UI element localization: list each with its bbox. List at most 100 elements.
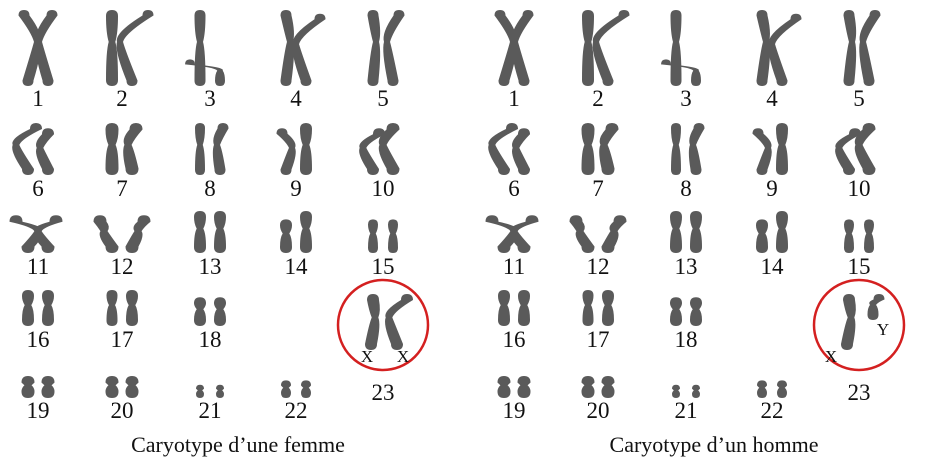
pair-number-12: 12 <box>111 254 134 279</box>
chromosome-18-a <box>194 297 206 326</box>
chromosome-16-a <box>498 290 510 326</box>
chromosome-9-b <box>776 123 788 175</box>
pair-number-13: 13 <box>675 254 698 279</box>
chromosome-15-b <box>864 219 874 253</box>
chromosome-y <box>867 294 885 320</box>
chromosome-7-b <box>123 123 143 175</box>
pair-number-14: 14 <box>761 254 785 279</box>
chromosome-18-b <box>690 297 702 326</box>
chromosome-11-b <box>509 215 539 253</box>
pair-number-20: 20 <box>587 398 610 423</box>
chromosome-15-a <box>844 219 854 253</box>
chromosome-3-a <box>194 10 206 86</box>
chromosome-8-a <box>671 123 681 175</box>
chromosome-4-b <box>768 13 802 86</box>
pair-number-11: 11 <box>503 254 525 279</box>
chromosome-17-a <box>106 290 118 326</box>
pair-number-22: 22 <box>285 398 308 423</box>
pair-number-6: 6 <box>32 176 44 201</box>
chromosome-6-b <box>36 128 54 175</box>
chromosome-20-a <box>581 376 595 398</box>
chromosome-x <box>365 294 380 350</box>
pair-number-23: 23 <box>372 380 395 405</box>
pair-number-22: 22 <box>761 398 784 423</box>
chromosome-16-b <box>42 290 54 326</box>
chromosome-12-a <box>93 215 119 253</box>
chromosome-10-b <box>378 123 400 175</box>
pair-number-11: 11 <box>27 254 49 279</box>
pair-number-19: 19 <box>27 398 50 423</box>
chromosome-6-b <box>512 128 530 175</box>
pair-number-10: 10 <box>372 176 395 201</box>
chromosome-2-a <box>106 10 118 86</box>
pair-number-10: 10 <box>848 176 871 201</box>
chromosome-5-b <box>383 10 405 86</box>
pair-number-1: 1 <box>32 86 44 111</box>
chromosome-19-a <box>497 376 511 398</box>
chromosome-3-b <box>661 59 701 86</box>
chromosome-11-a <box>485 215 519 253</box>
chromosome-15-a <box>368 219 378 253</box>
pair-number-18: 18 <box>199 327 222 352</box>
chromosome-20-a <box>105 376 119 398</box>
chromosome-2-b <box>116 10 154 86</box>
chromosome-x-2 <box>385 294 413 350</box>
chromosome-1-b <box>35 10 58 86</box>
chromosome-20-b <box>601 376 615 398</box>
chromosome-6-a <box>12 123 42 175</box>
chromosome-2-a <box>582 10 594 86</box>
sex-label-right: X <box>397 347 409 366</box>
chromosome-12-b <box>601 215 627 253</box>
chromosome-7-a <box>105 123 119 175</box>
chromosome-8-b <box>688 123 705 175</box>
chromosome-22-b <box>777 380 787 398</box>
pair-number-7: 7 <box>116 176 128 201</box>
chromosome-14-a <box>756 219 768 253</box>
pair-number-19: 19 <box>503 398 526 423</box>
chromosome-5-a <box>843 10 857 86</box>
pair-number-21: 21 <box>199 398 222 423</box>
pair-number-17: 17 <box>587 327 610 352</box>
pair-number-15: 15 <box>848 254 871 279</box>
chromosome-16-b <box>518 290 530 326</box>
chromosome-4-a <box>280 10 294 86</box>
sex-label-right: Y <box>877 320 889 339</box>
chromosome-19-a <box>21 376 35 398</box>
pair-number-5: 5 <box>853 86 865 111</box>
sex-chromosome-highlight-circle <box>336 278 430 372</box>
chromosome-9-a <box>276 128 296 175</box>
pair-number-4: 4 <box>290 86 302 111</box>
chromosome-13-b <box>214 211 226 253</box>
pair-number-2: 2 <box>116 86 128 111</box>
chromosome-18-a <box>670 297 682 326</box>
pair-number-23: 23 <box>848 380 871 405</box>
chromosome-20-b <box>125 376 139 398</box>
pair-number-7: 7 <box>592 176 604 201</box>
chromosome-9-b <box>300 123 312 175</box>
chromosome-13-a <box>194 211 206 253</box>
chromosome-19-b <box>41 376 55 398</box>
pair-number-15: 15 <box>372 254 395 279</box>
chromosome-x <box>841 294 856 350</box>
sex-label-left: X <box>361 347 373 366</box>
chromosome-2-b <box>592 10 630 86</box>
chromosome-13-a <box>670 211 682 253</box>
pair-number-16: 16 <box>27 327 50 352</box>
chromosome-17-b <box>126 290 138 326</box>
chromosome-10-a <box>835 128 861 175</box>
chromosome-22-a <box>281 380 291 398</box>
male-karyotype-caption: Caryotype d’un homme <box>609 432 819 457</box>
pair-number-8: 8 <box>680 176 692 201</box>
pair-number-1: 1 <box>508 86 520 111</box>
pair-number-12: 12 <box>587 254 610 279</box>
pair-number-6: 6 <box>508 176 520 201</box>
pair-number-21: 21 <box>675 398 698 423</box>
chromosome-3-a <box>670 10 682 86</box>
chromosome-1-b <box>511 10 534 86</box>
chromosome-21-b <box>216 384 224 398</box>
pair-number-8: 8 <box>204 176 216 201</box>
sex-chromosome-highlight-circle <box>812 278 906 372</box>
